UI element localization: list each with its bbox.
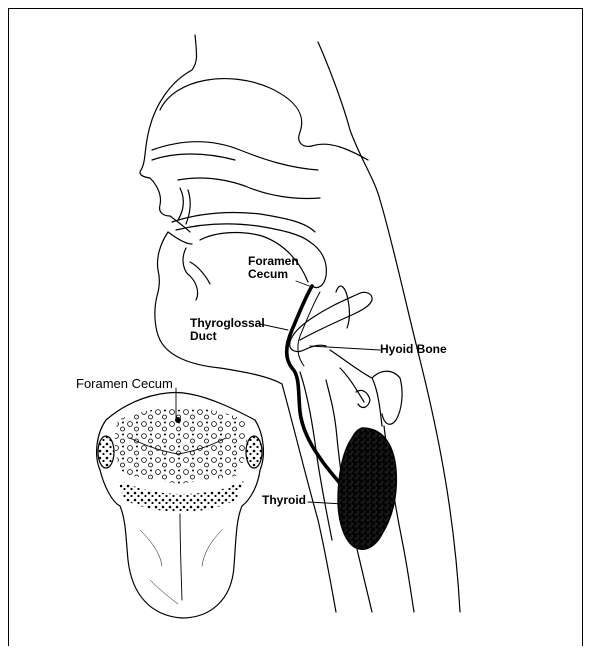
label-thyroglossal-duct: Thyroglossal Duct <box>190 317 265 343</box>
label-foramen-cecum-upper: Foramen Cecum <box>248 255 299 281</box>
thyroid-gland <box>338 428 396 549</box>
hyoid-bone <box>290 286 372 352</box>
head-profile-outline <box>140 35 460 612</box>
label-duct-line: Duct <box>190 330 265 343</box>
tongue-superior-view <box>97 393 264 619</box>
label-foramen-cecum-tongue: Foramen Cecum <box>76 377 173 390</box>
label-thyroid: Thyroid <box>262 494 306 507</box>
label-hyoid-bone: Hyoid Bone <box>380 343 447 356</box>
label-cecum-line: Cecum <box>248 268 299 281</box>
lips <box>168 216 210 300</box>
